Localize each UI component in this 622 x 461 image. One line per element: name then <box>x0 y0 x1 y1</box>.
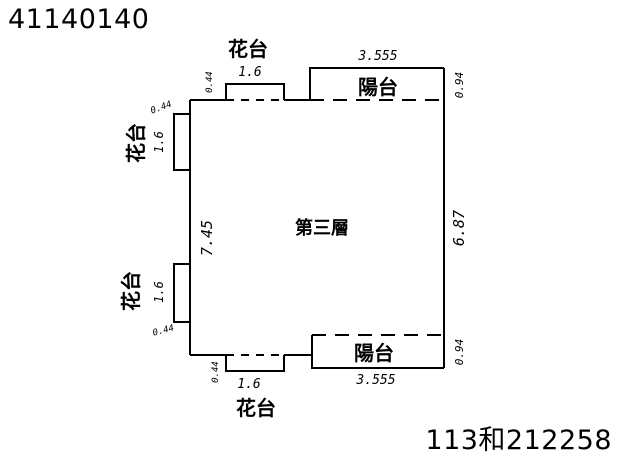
planter-left-lower-outline <box>173 263 190 323</box>
balcony-bottom-outline <box>311 335 444 369</box>
dim-balcony-top-width: 3.555 <box>357 49 397 64</box>
dim-balcony-bottom-width: 3.555 <box>355 373 395 388</box>
planter-bottom-outline <box>225 355 285 372</box>
plan-outline <box>173 67 445 372</box>
document-id: 41140140 <box>8 4 150 35</box>
dim-planter-top-depth: 0.44 <box>205 71 215 93</box>
planter-top-label: 花台 <box>228 37 268 61</box>
floor-label: 第三層 <box>295 217 349 239</box>
dim-balcony-bottom-depth: 0.94 <box>453 339 466 366</box>
planter-left-lower-label: 花台 <box>119 271 143 311</box>
balcony-top-label: 陽台 <box>358 75 398 99</box>
dim-balcony-top-depth: 0.94 <box>453 72 466 99</box>
dim-planter-bottom-depth: 0.44 <box>211 361 221 383</box>
planter-bottom-label: 花台 <box>236 396 276 420</box>
planter-left-upper-label: 花台 <box>124 123 148 163</box>
planter-top-outline <box>225 83 285 100</box>
dim-planter-left-lower-length: 1.6 <box>152 281 166 303</box>
planter-left-upper-outline <box>173 113 190 171</box>
dim-main-right-height: 6.87 <box>450 210 468 246</box>
dim-planter-left-upper-length: 1.6 <box>152 131 166 153</box>
balcony-bottom-label: 陽台 <box>354 341 394 365</box>
dim-planter-bottom-width: 1.6 <box>237 377 261 392</box>
dim-main-left-height: 7.45 <box>198 220 216 256</box>
parcel-id: 113和212258 <box>425 425 612 456</box>
dim-planter-left-lower-depth: 0.44 <box>152 323 176 338</box>
dim-planter-left-upper-depth: 0.44 <box>149 100 173 117</box>
balcony-top-outline <box>309 67 444 100</box>
dim-planter-top-width: 1.6 <box>238 65 262 80</box>
